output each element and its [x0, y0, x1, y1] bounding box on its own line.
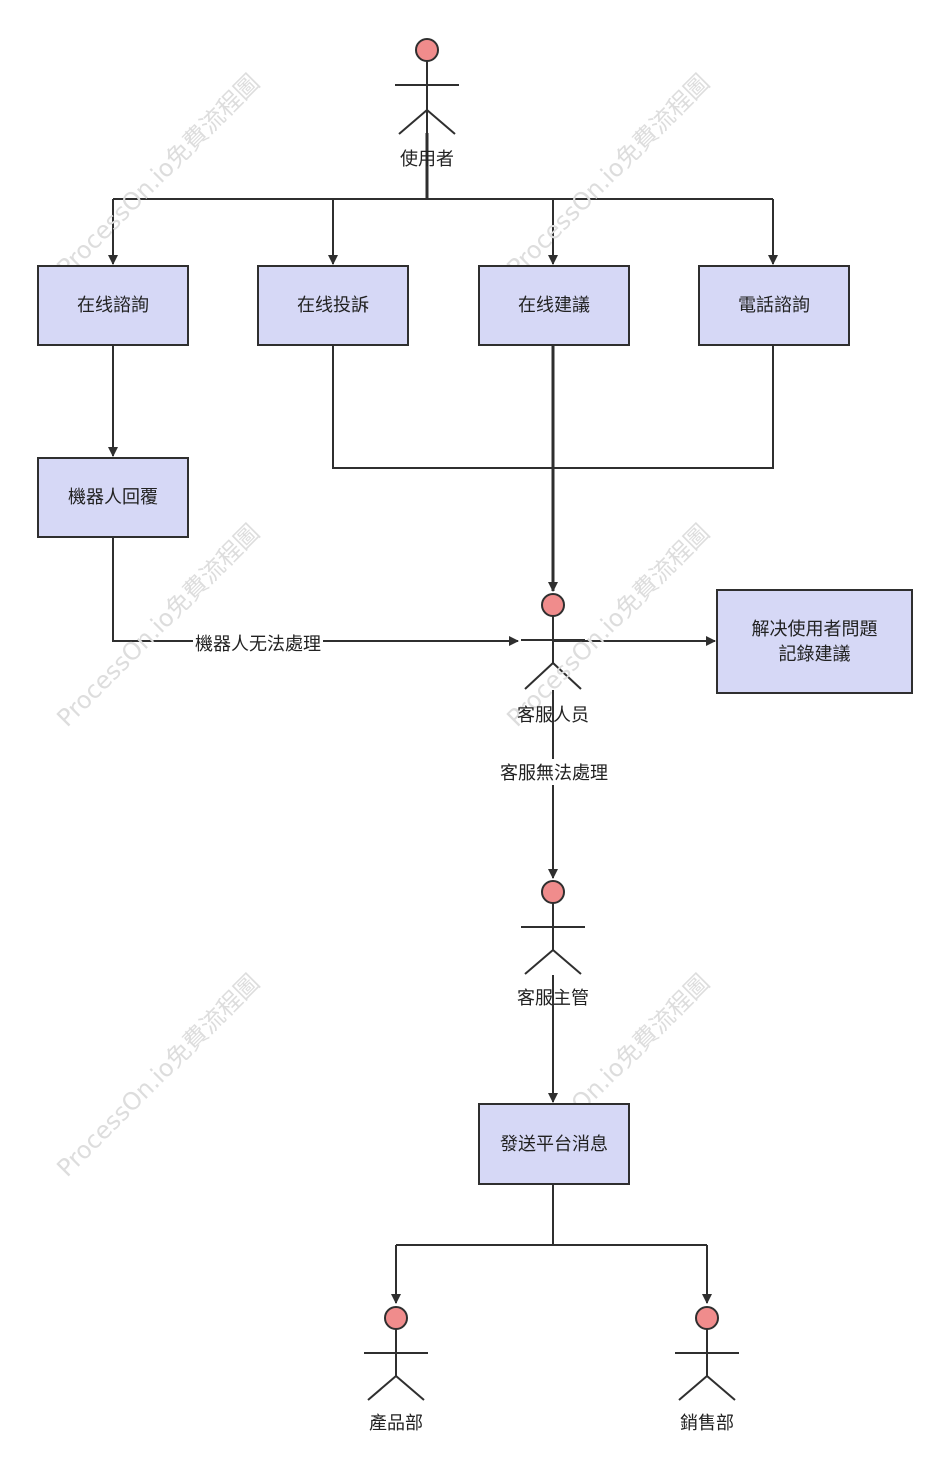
actor-product-figure [364, 1306, 428, 1401]
actor-user-figure [395, 38, 459, 157]
node-solve-line1: 解决使用者問題 [751, 618, 878, 640]
node-online-consult[interactable]: 在线諮詢 [37, 265, 189, 346]
actor-sales-label: 銷售部 [680, 1413, 734, 1434]
node-phone-consult-label: 電話諮詢 [738, 295, 810, 316]
node-online-suggest[interactable]: 在线建議 [478, 265, 630, 346]
edge-label-agent-fail: 客服無法處理 [498, 759, 610, 785]
actor-user-label: 使用者 [400, 149, 454, 170]
arrow-robot-to-agent [112, 537, 519, 646]
node-online-complaint[interactable]: 在线投訴 [257, 265, 409, 346]
node-send-message[interactable]: 發送平台消息 [478, 1103, 630, 1185]
node-robot-reply[interactable]: 機器人回覆 [37, 457, 189, 538]
node-solve-line2: 記錄建議 [778, 643, 851, 665]
actor-sales-figure [675, 1306, 739, 1401]
node-online-suggest-label: 在线建議 [518, 295, 590, 316]
node-phone-consult[interactable]: 電話諮詢 [698, 265, 850, 346]
actor-product-label: 產品部 [369, 1413, 423, 1434]
edge-label-robot-fail: 機器人无法處理 [193, 630, 323, 656]
node-online-complaint-label: 在线投訴 [297, 295, 369, 316]
actor-agent-label: 客服人员 [517, 705, 589, 726]
actor-supervisor-figure [521, 880, 585, 975]
node-online-consult-label: 在线諮詢 [77, 295, 149, 316]
actor-agent-figure [521, 593, 585, 690]
actor-supervisor-label: 客服主管 [517, 988, 589, 1009]
node-robot-reply-label: 機器人回覆 [68, 487, 158, 508]
node-solve-problem[interactable]: 解决使用者問題 記錄建議 [716, 589, 913, 694]
node-send-message-label: 發送平台消息 [500, 1133, 608, 1155]
